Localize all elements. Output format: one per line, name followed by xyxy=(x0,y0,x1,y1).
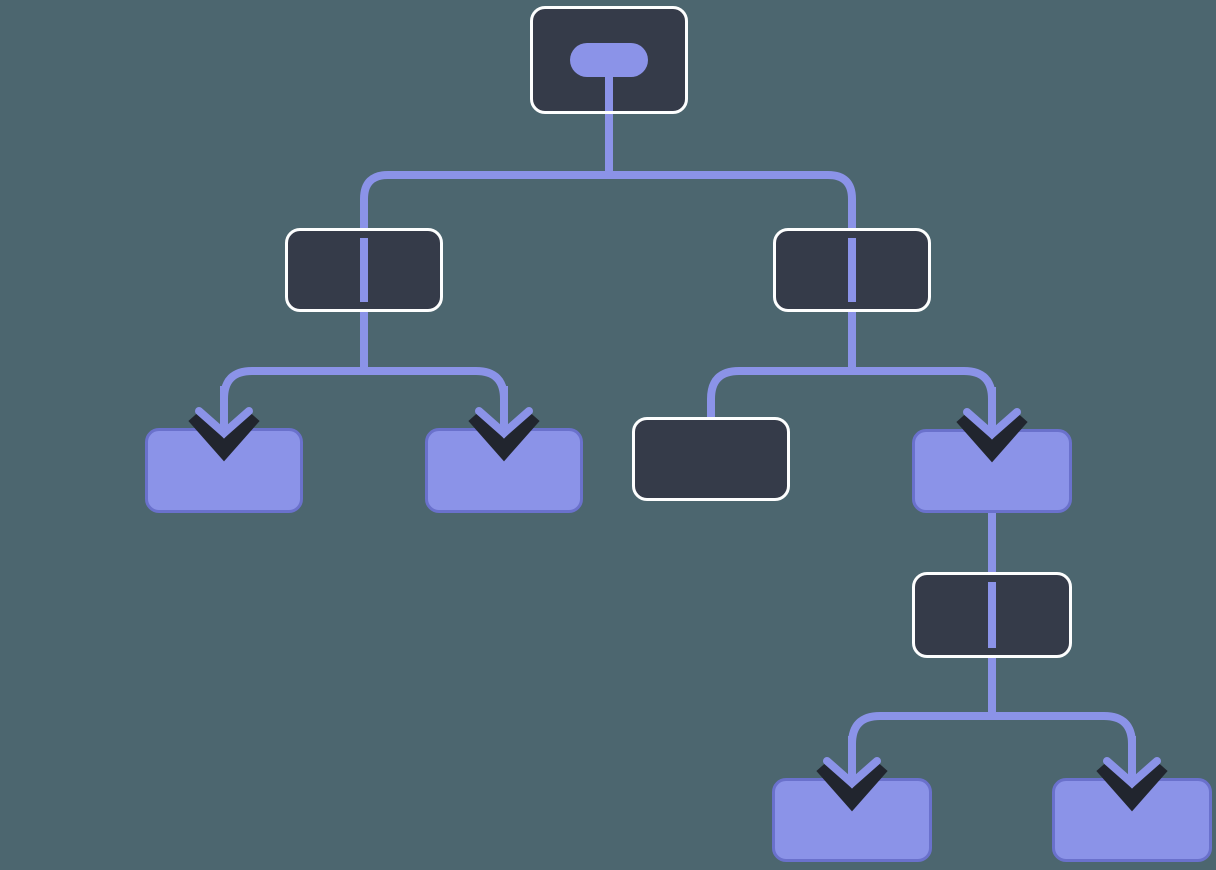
arrowhead-shadow-chevron xyxy=(816,761,888,812)
edge-mid-to-bottom-leaves[interactable] xyxy=(848,712,1136,760)
node-branch-right[interactable] xyxy=(773,228,931,312)
node-branch-left[interactable] xyxy=(285,228,443,312)
node-mid-node[interactable] xyxy=(912,572,1072,658)
node-leaf-dark[interactable] xyxy=(632,417,790,501)
edge-arrowhead-icon[interactable] xyxy=(816,736,888,812)
arrowhead-purple-chevron xyxy=(475,407,533,439)
pass-through-line xyxy=(988,582,996,648)
arrowhead-purple-chevron xyxy=(823,757,881,789)
arrowhead-shadow-chevron xyxy=(1096,761,1168,812)
arrowhead-shadow-chevron xyxy=(188,411,260,462)
arrowhead-purple-chevron xyxy=(195,407,253,439)
arrowhead-shadow-chevron xyxy=(468,411,540,462)
edge-arrowhead-icon[interactable] xyxy=(956,387,1028,463)
pass-through-line xyxy=(848,238,856,302)
edge-arrowhead-icon[interactable] xyxy=(1096,736,1168,812)
edge-root-to-level1[interactable] xyxy=(360,171,856,375)
root-stem-line xyxy=(605,77,613,111)
pass-through-line xyxy=(360,238,368,302)
node-root[interactable] xyxy=(530,6,688,114)
arrowhead-shadow-chevron xyxy=(956,412,1028,463)
edge-arrowhead-icon[interactable] xyxy=(468,386,540,462)
arrowhead-purple-chevron xyxy=(963,408,1021,440)
root-pill-icon xyxy=(570,43,648,77)
edge-arrowhead-icon[interactable] xyxy=(188,386,260,462)
arrowhead-purple-chevron xyxy=(1103,757,1161,789)
